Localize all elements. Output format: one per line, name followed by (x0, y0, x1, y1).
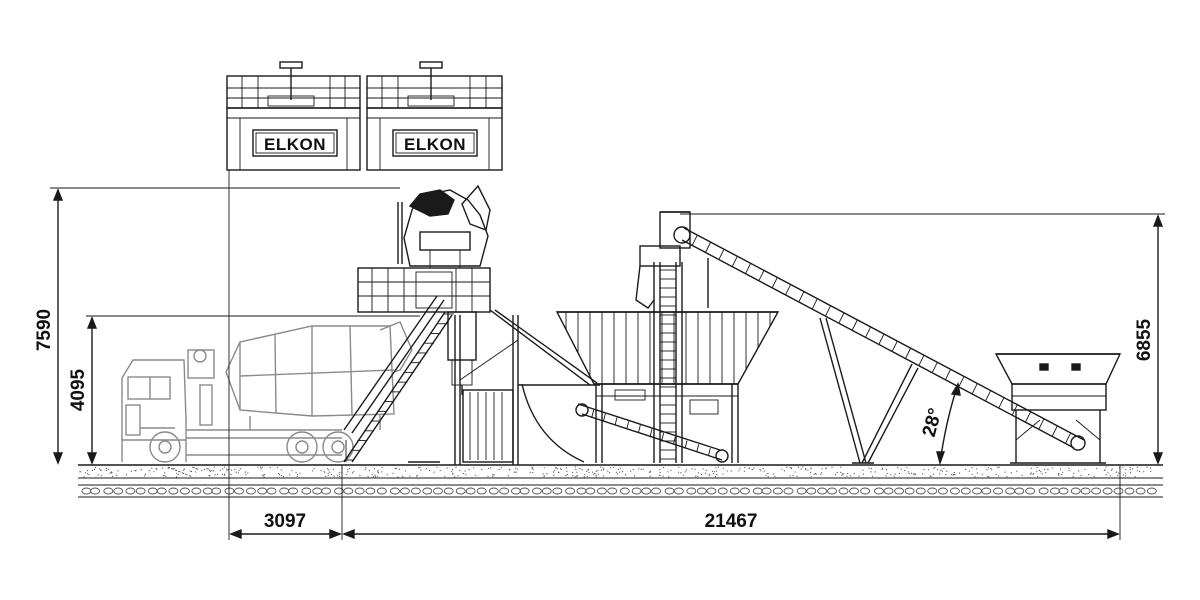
truck-height-label: 4095 (68, 368, 89, 411)
elkon-logo-left: ELKON (252, 129, 338, 157)
ground (78, 464, 1163, 498)
aggregate-bin (521, 311, 780, 463)
truck-offset-length-label: 3097 (264, 511, 306, 532)
elkon-logo-right: ELKON (392, 129, 478, 157)
cement-silo-left (226, 61, 361, 171)
svg-text:ELKON: ELKON (404, 135, 466, 154)
ladder-rungs (660, 269, 676, 460)
dimension-lines (50, 170, 1165, 540)
mixer-tower (357, 184, 600, 465)
svg-text:ELKON: ELKON (264, 135, 326, 154)
access-staircase (343, 295, 454, 463)
mixer-truck (121, 321, 413, 463)
conveyor-height-label: 6855 (1134, 318, 1155, 361)
ground-gravel-texture (79, 466, 1157, 495)
stair-steps (344, 313, 454, 461)
conveyor-rollers (691, 234, 1072, 444)
underbin-conveyor-rollers (591, 409, 711, 457)
overall-height-label: 7590 (34, 309, 55, 351)
inclined-belt-conveyor (673, 226, 1086, 464)
plant-length-label: 21467 (705, 511, 758, 532)
cement-silo-right (366, 61, 503, 171)
bucket-elevator (635, 211, 691, 463)
bin-ribs (565, 312, 771, 384)
conveyor-angle-label: 28° (919, 406, 947, 439)
feed-hopper (994, 353, 1122, 464)
